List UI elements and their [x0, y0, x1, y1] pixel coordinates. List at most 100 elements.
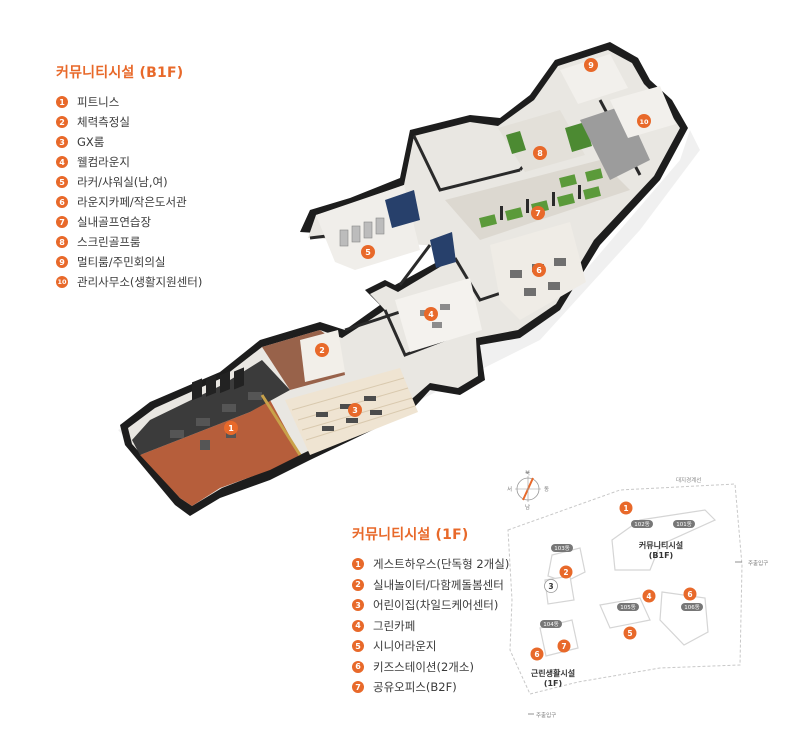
legend-label: 웰컴라운지: [77, 155, 130, 169]
marker-6[interactable]: 6: [532, 263, 546, 277]
marker-1[interactable]: 1: [224, 421, 238, 435]
number-badge: 3: [352, 599, 364, 612]
legend-item: 4 그린카페: [352, 616, 509, 637]
number-badge: 5: [56, 176, 68, 188]
marker-5[interactable]: 5: [361, 245, 375, 259]
fitness-floor: [140, 400, 300, 506]
number-badge: 5: [352, 640, 364, 653]
number-badge: 1: [352, 558, 364, 571]
number-badge: 7: [56, 216, 68, 228]
site-marker-5[interactable]: 5: [623, 626, 637, 640]
svg-text:4: 4: [428, 310, 434, 319]
legend-label: 그린카페: [373, 618, 416, 633]
svg-text:서: 서: [507, 485, 512, 493]
svg-text:2: 2: [563, 568, 568, 577]
legend-label: 라운지카페/작은도서관: [77, 195, 187, 209]
svg-text:7: 7: [561, 642, 566, 651]
building-102-label: 102동: [634, 521, 650, 528]
svg-text:남: 남: [525, 503, 530, 511]
svg-text:10: 10: [639, 118, 649, 126]
legend-1f-list: 1 게스트하우스(단독형 2개실) 2 실내놀이터/다함께돌봄센터 3 어린이집(차일…: [352, 554, 509, 698]
number-badge: 4: [56, 156, 68, 168]
svg-text:6: 6: [687, 590, 692, 599]
shower-tiles: [385, 190, 420, 228]
site-marker-4[interactable]: 4: [642, 589, 656, 603]
site-marker-1[interactable]: 1: [619, 501, 633, 515]
number-badge: 2: [352, 578, 364, 591]
welcome-lounge-floor: [395, 278, 482, 352]
site-boundary: [507, 483, 743, 695]
legend-item: 2 실내놀이터/다함께돌봄센터: [352, 575, 509, 596]
number-badge: 2: [56, 116, 68, 128]
svg-text:동: 동: [544, 486, 549, 493]
svg-text:4: 4: [646, 592, 651, 601]
number-badge: 10: [56, 276, 68, 288]
legend-item: 6 키즈스테이션(2개소): [352, 657, 509, 678]
svg-text:9: 9: [588, 61, 594, 70]
legend-label: 게스트하우스(단독형 2개실): [373, 557, 510, 572]
building-tags: [540, 520, 703, 628]
golf-partitions: [500, 185, 581, 220]
site-marker-2[interactable]: 2: [559, 565, 573, 579]
svg-text:3: 3: [548, 582, 553, 591]
entrance-east-label: 주출입구: [748, 559, 768, 567]
legend-label: 라커/샤워실(남,여): [77, 175, 168, 189]
site-marker-3[interactable]: 3: [544, 579, 558, 593]
legend-item: 9 멀티룸/주민회의실: [56, 252, 202, 272]
site-map: 대지경계선 북 동 남 서 103동: [507, 470, 768, 719]
svg-text:7: 7: [535, 209, 541, 218]
retail-label: 근린생활시설: [531, 668, 575, 678]
shower-tiles-2: [430, 232, 456, 268]
site-marker-6b[interactable]: 6: [530, 647, 544, 661]
svg-text:3: 3: [352, 406, 358, 415]
marker-3[interactable]: 3: [348, 403, 362, 417]
svg-text:6: 6: [536, 266, 542, 275]
svg-text:5: 5: [365, 248, 371, 257]
marker-8[interactable]: 8: [533, 146, 547, 160]
svg-text:1: 1: [228, 424, 234, 433]
number-badge: 6: [352, 660, 364, 673]
number-badge: 6: [56, 196, 68, 208]
marker-2[interactable]: 2: [315, 343, 329, 357]
floorplan-marker-layer: 1 2 3 4 5 6 7 8 9 10: [224, 58, 651, 435]
legend-b1f-title: 커뮤니티시설 (B1F): [56, 65, 184, 81]
marker-7[interactable]: 7: [531, 206, 545, 220]
community-b1f-sub: (B1F): [649, 551, 673, 560]
number-badge: 4: [352, 619, 364, 632]
gx-mats: [316, 396, 382, 431]
number-badge: 8: [56, 236, 68, 248]
site-marker-7[interactable]: 7: [557, 639, 571, 653]
screen-golf-floor: [498, 110, 585, 172]
site-marker-6a[interactable]: 6: [683, 587, 697, 601]
number-badge: 3: [56, 136, 68, 148]
legend-label: 어린이집(차일드케어센터): [373, 598, 499, 613]
glass-partition: [260, 394, 302, 456]
legend-label: 키즈스테이션(2개소): [373, 659, 474, 674]
multiroom-floor: [560, 54, 628, 104]
legend-label: 피트니스: [77, 95, 120, 109]
marker-10[interactable]: 10: [637, 114, 651, 128]
community-b1f-label: 커뮤니티시설: [639, 540, 683, 550]
legend-label: 멀티룸/주민회의실: [77, 255, 166, 269]
svg-text:5: 5: [627, 629, 632, 638]
legend-label: 관리사무소(생활지원센터): [77, 275, 203, 289]
legend-item: 3 어린이집(차일드케어센터): [352, 595, 509, 616]
svg-text:8: 8: [537, 149, 543, 158]
legend-label: 공유오피스(B2F): [373, 680, 457, 695]
legend-item: 4 웰컴라운지: [56, 152, 202, 172]
compass: 북 동 남 서: [507, 470, 549, 511]
number-badge: 9: [56, 256, 68, 268]
marker-4[interactable]: 4: [424, 307, 438, 321]
legend-label: 실내놀이터/다함께돌봄센터: [373, 577, 504, 592]
marker-9[interactable]: 9: [584, 58, 598, 72]
